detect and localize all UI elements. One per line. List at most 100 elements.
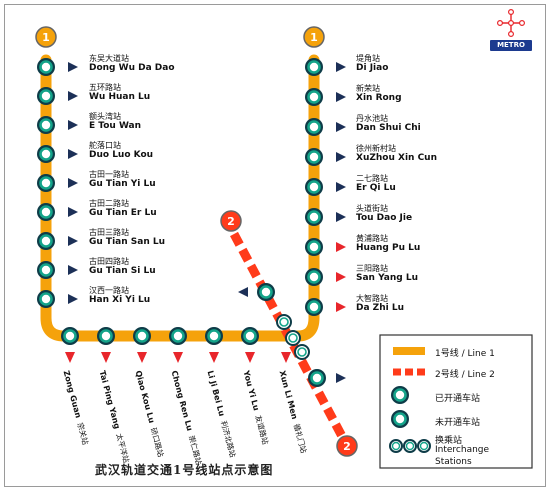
station-label-en: Gu Tian San Lu <box>89 237 166 247</box>
unopened-station-arrow <box>137 352 147 363</box>
station-label-cn: 头道街站 <box>356 204 388 213</box>
metro-logo: METRO <box>490 40 532 51</box>
station-ring <box>307 60 321 74</box>
legend-interchange-en2: Stations <box>435 457 472 467</box>
station-tai-ping-yang <box>97 327 115 345</box>
station-label-cn: 汉西一路站 <box>89 286 129 295</box>
unopened-station-arrow <box>209 352 219 363</box>
station-ring <box>39 118 53 132</box>
station-label-en: Han Xi Yi Lu <box>89 295 151 305</box>
open-station-arrow <box>336 373 346 383</box>
station-gu-tian-san-lu <box>37 232 55 250</box>
station-label-en: Da Zhi Lu <box>356 303 404 313</box>
station-label-cn: 二七路站 <box>356 174 388 183</box>
station-ring <box>39 292 53 306</box>
station-label-en: Dan Shui Chi <box>356 123 421 133</box>
line2-badge-top: 2 <box>220 210 242 232</box>
station-label-en: XuZhou Xin Cun <box>356 153 437 163</box>
station-chong-ren-lu <box>169 327 187 345</box>
station-di-jiao <box>305 58 323 76</box>
station-label-en: E Tou Wan <box>89 121 142 131</box>
station-dan-shui-chi <box>305 118 323 136</box>
station-da-zhi-lu <box>305 298 323 316</box>
line1-badge-right-text: 1 <box>310 31 318 44</box>
legend-unopened-label: 未开通车站 <box>435 418 481 428</box>
station-ring <box>307 180 321 194</box>
station-ring <box>307 300 321 314</box>
station-ring <box>207 329 221 343</box>
station-ring <box>39 89 53 103</box>
station-ring <box>307 150 321 164</box>
station-label-cn: 大智路站 <box>356 294 388 303</box>
station-you-yi-lu <box>241 327 259 345</box>
open-station-arrow <box>68 91 78 101</box>
legend-unopened-station <box>391 410 409 428</box>
line1-badge-left-circle <box>35 26 57 48</box>
legend-open-station <box>391 386 409 404</box>
line1-badge-left: 1 <box>35 26 57 48</box>
station-label-en: Huang Pu Lu <box>356 243 421 253</box>
unopened-station-arrow <box>336 242 346 252</box>
station-ring <box>307 120 321 134</box>
legend-open-label: 已开通车站 <box>435 394 481 404</box>
station-label-en: Gu Tian Er Lu <box>89 208 157 218</box>
station-label-en: Duo Luo Kou <box>89 150 154 160</box>
station-label-cn: 徐州新村站 <box>356 144 396 153</box>
interchange-inner <box>288 333 298 343</box>
line2-badge-bottom-text: 2 <box>343 440 351 453</box>
open-station-arrow <box>336 122 346 132</box>
open-station-arrow <box>336 62 346 72</box>
station-label-cn: 黄浦路站 <box>356 234 388 243</box>
station-label-en: Er Qi Lu <box>356 183 396 193</box>
station-li-ji-bei-lu <box>205 327 223 345</box>
station-label-cn: 三阳路站 <box>356 264 388 273</box>
line1-badge-right: 1 <box>303 26 325 48</box>
legend-interchange-en1: Interchange <box>435 445 490 455</box>
station-san-yang-lu <box>305 268 323 286</box>
station-ring <box>135 329 149 343</box>
station-label-en: Gu Tian Yi Lu <box>89 179 156 189</box>
station-line2-south <box>308 369 326 387</box>
open-station-arrow <box>68 178 78 188</box>
open-station-arrow <box>68 294 78 304</box>
open-station-arrow <box>336 212 346 222</box>
station-gu-tian-si-lu <box>37 261 55 279</box>
station-ring <box>307 270 321 284</box>
station-ring <box>259 285 273 299</box>
station-tou-dao-jie <box>305 208 323 226</box>
station-dong-wu-da-dao <box>37 58 55 76</box>
open-station-arrow <box>68 62 78 72</box>
station-label-cn: 古田四路站 <box>89 257 129 266</box>
line1-badge-left-text: 1 <box>42 31 50 44</box>
station-label-en: Dong Wu Da Dao <box>89 63 175 73</box>
station-gu-tian-er-lu <box>37 203 55 221</box>
unopened-station-arrow <box>173 352 183 363</box>
legend-shapes <box>379 334 533 469</box>
stations-layer: 1 1 2 2 <box>35 9 525 457</box>
open-station-arrow <box>336 182 346 192</box>
station-e-tou-wan <box>37 116 55 134</box>
map-title: 武汉轨道交通1号线站点示意图 <box>95 463 274 477</box>
station-label-cn: 堤角站 <box>356 54 380 63</box>
station-han-xi-yi-lu <box>37 290 55 308</box>
station-ring <box>39 263 53 277</box>
station-label-cn: 舵落口站 <box>89 141 121 150</box>
arrows-layer <box>65 62 424 424</box>
metro-cross-icon <box>497 9 525 38</box>
station-label-en: Xin Rong <box>356 93 402 103</box>
station-ring <box>39 60 53 74</box>
station-label-cn: 古田二路站 <box>89 199 129 208</box>
legend-interchange-inner <box>391 441 401 451</box>
